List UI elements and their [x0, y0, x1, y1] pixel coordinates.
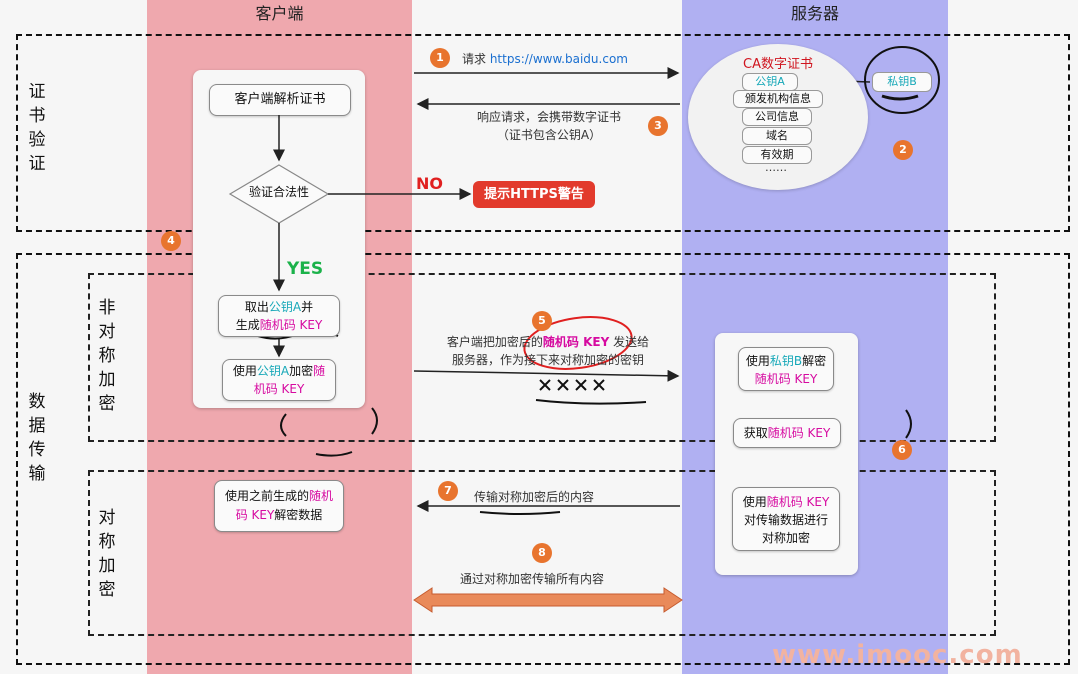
step-8-badge: 8 [532, 543, 552, 563]
step-3-badge: 3 [648, 116, 668, 136]
no-label: NO [416, 174, 443, 193]
data-transfer-section [16, 253, 1070, 665]
step-2-badge: 2 [893, 140, 913, 160]
verify-validity-label: 验证合法性 [248, 185, 309, 199]
asymmetric-label: 非对 称加 密 [98, 298, 116, 414]
cert-item-issuer: 颁发机构信息 [733, 90, 823, 108]
client-lane-title: 客户端 [255, 4, 304, 23]
parse-cert-box: 客户端解析证书 [209, 84, 351, 116]
step-7-badge: 7 [438, 481, 458, 501]
server-lane-title: 服务器 [790, 4, 839, 23]
cert-item-more: …… [765, 161, 787, 174]
step-5-text: 客户端把加密后的随机码 KEY 发送给 服务器，作为接下来对称加密的密钥 [446, 335, 650, 367]
ca-cert-title: CA数字证书 [743, 57, 813, 72]
cert-item-domain: 域名 [742, 127, 812, 145]
encrypt-key-box: 使用公钥A加密随 机码 KEY [222, 359, 336, 401]
cert-item-validity: 有效期 [742, 146, 812, 164]
symmetric-section [88, 470, 996, 636]
client-decrypt-box: 使用之前生成的随机 码 KEY解密数据 [214, 480, 344, 532]
server-get-key-box: 获取随机码 KEY [733, 418, 841, 448]
cert-verify-section [16, 34, 1070, 232]
step-1-badge: 1 [430, 48, 450, 68]
watermark: www.imooc.com [772, 640, 1023, 670]
cert-verify-label: 证书 验证 [28, 82, 46, 174]
https-warning-box: 提示HTTPS警告 [473, 181, 595, 208]
server-symmetric-box: 使用随机码 KEY 对传输数据进行 对称加密 [732, 487, 840, 551]
take-key-box: 取出公钥A并 生成随机码 KEY [218, 295, 340, 337]
step-4-badge: 4 [161, 231, 181, 251]
yes-label: YES [287, 259, 324, 279]
symmetric-label: 对称 加密 [98, 508, 116, 600]
step-6-badge: 6 [892, 440, 912, 460]
step-7-text: 传输对称加密后的内容 [474, 490, 595, 504]
cert-item-company: 公司信息 [742, 108, 812, 126]
data-transfer-label: 数据 传输 [28, 392, 46, 484]
asymmetric-section [88, 273, 996, 442]
private-key-b-box: 私钥B [872, 72, 932, 92]
step-8-text: 通过对称加密传输所有内容 [460, 572, 605, 586]
step-5-badge: 5 [532, 311, 552, 331]
step-3-text: 响应请求，会携带数字证书（证书包含公钥A） [476, 110, 621, 142]
step-1-text: 请求 https://www.baidu.com [462, 52, 628, 66]
cert-item-public-key: 公钥A [742, 73, 798, 91]
server-decrypt-key-box: 使用私钥B解密 随机码 KEY [738, 347, 834, 391]
